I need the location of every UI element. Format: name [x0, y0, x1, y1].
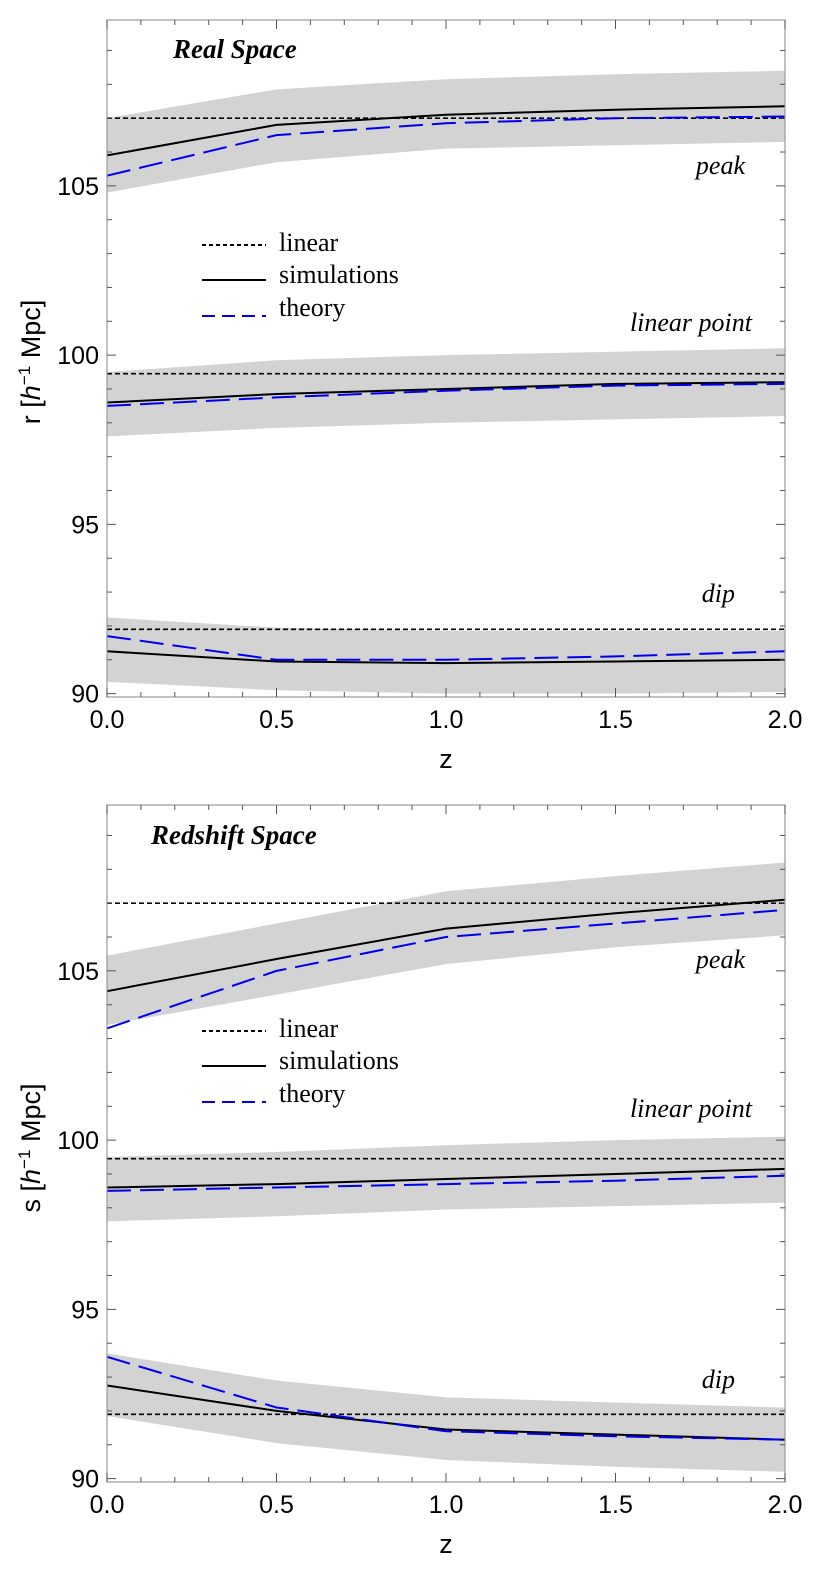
- y-axis-unit-exp: −1: [15, 1150, 34, 1169]
- theory-lines: [106, 908, 786, 1441]
- theory-lines: [106, 115, 786, 661]
- axis-ticks: 0.0 0.5 1.0 1.5 2.0 90 95 100 105: [57, 20, 802, 734]
- dip-label: dip: [702, 579, 735, 608]
- y-axis-var: s: [16, 1199, 46, 1213]
- x-tick-label: 1.0: [429, 706, 464, 734]
- y-tick-label: 100: [57, 342, 99, 370]
- y-axis-label: r [h−1 Mpc]: [15, 300, 46, 424]
- chart-redshift-space: 0.0 0.5 1.0 1.5 2.0 90 95 100 105 Redshift Space…: [15, 804, 802, 1559]
- dip-label: dip: [702, 1365, 735, 1394]
- legend-linear-label: linear: [279, 228, 339, 257]
- y-axis-label: s [h−1 Mpc]: [15, 1084, 46, 1213]
- y-tick-label: 105: [57, 173, 99, 201]
- peak-theory-line: [106, 115, 786, 177]
- linear-point-theory-line: [106, 382, 786, 407]
- dip-theory-line: [106, 1355, 786, 1441]
- y-tick-label: 100: [57, 1127, 99, 1155]
- panel-title: Redshift Space: [150, 820, 317, 850]
- y-axis-unit-exp: −1: [15, 366, 34, 385]
- y-tick-label: 95: [71, 1296, 99, 1324]
- y-axis-bracket-open: [: [16, 400, 46, 416]
- linear-point-theory-line: [106, 1174, 786, 1192]
- linear-point-label: linear point: [630, 308, 753, 337]
- x-tick-label: 0.0: [90, 706, 125, 734]
- linear-point-label: linear point: [630, 1094, 753, 1123]
- linear-point-band: [107, 348, 785, 437]
- y-tick-label: 95: [71, 511, 99, 539]
- x-tick-label: 0.5: [259, 1491, 294, 1519]
- y-tick-label: 90: [71, 681, 99, 709]
- dip-theory-line: [106, 635, 786, 661]
- x-tick-label: 0.5: [259, 706, 294, 734]
- peak-band: [107, 70, 785, 193]
- legend-linear-label: linear: [279, 1014, 339, 1043]
- legend: linear simulations theory: [202, 1014, 399, 1108]
- y-axis-space: [16, 1142, 46, 1150]
- peak-label: peak: [694, 151, 746, 180]
- legend-simulations-label: simulations: [279, 1046, 399, 1075]
- y-axis-unit-h: h: [16, 1169, 46, 1184]
- y-axis-bracket-open: [: [16, 1183, 46, 1199]
- y-axis-var: r: [16, 415, 46, 424]
- dip-band: [107, 617, 785, 694]
- panel-title: Real Space: [172, 34, 297, 64]
- y-axis-unit-mpc: Mpc: [16, 307, 46, 358]
- simulations-lines: [106, 105, 786, 665]
- legend-theory-label: theory: [279, 293, 345, 322]
- y-axis-unit-h: h: [16, 385, 46, 400]
- chart-real-space: 0.0 0.5 1.0 1.5 2.0 90 95 100 105 Real Space pea…: [15, 19, 802, 774]
- y-axis-bracket-close: ]: [16, 1084, 46, 1092]
- x-tick-label: 2.0: [768, 706, 803, 734]
- linear-reference-lines: [107, 902, 785, 1416]
- x-axis-label: z: [439, 1529, 453, 1559]
- peak-label: peak: [694, 945, 746, 974]
- y-axis-unit-mpc: Mpc: [16, 1091, 46, 1142]
- axis-ticks: 0.0 0.5 1.0 1.5 2.0 90 95 100 105: [57, 805, 802, 1519]
- legend: linear simulations theory: [202, 228, 399, 322]
- y-tick-label: 90: [71, 1466, 99, 1494]
- y-axis-space: [16, 358, 46, 366]
- dip-simulations-line: [106, 650, 786, 665]
- peak-band: [107, 862, 785, 1025]
- x-tick-label: 2.0: [768, 1491, 803, 1519]
- linear-point-simulations-line: [106, 1167, 786, 1189]
- peak-simulations-line: [106, 105, 786, 157]
- peak-theory-line: [106, 908, 786, 1030]
- x-tick-label: 1.0: [429, 1491, 464, 1519]
- x-tick-label: 1.5: [598, 1491, 633, 1519]
- simulations-lines: [106, 898, 786, 1441]
- uncertainty-bands: [107, 862, 785, 1472]
- peak-simulations-line: [106, 898, 786, 993]
- dip-band: [107, 1353, 785, 1472]
- x-axis-label: z: [439, 744, 453, 774]
- legend-simulations-label: simulations: [279, 260, 399, 289]
- uncertainty-bands: [107, 70, 785, 694]
- legend-theory-label: theory: [279, 1079, 345, 1108]
- linear-point-simulations-line: [106, 381, 786, 404]
- x-tick-label: 1.5: [598, 706, 633, 734]
- y-axis-bracket-close: ]: [16, 300, 46, 308]
- x-tick-label: 0.0: [90, 1491, 125, 1519]
- y-tick-label: 105: [57, 958, 99, 986]
- dip-simulations-line: [106, 1384, 786, 1441]
